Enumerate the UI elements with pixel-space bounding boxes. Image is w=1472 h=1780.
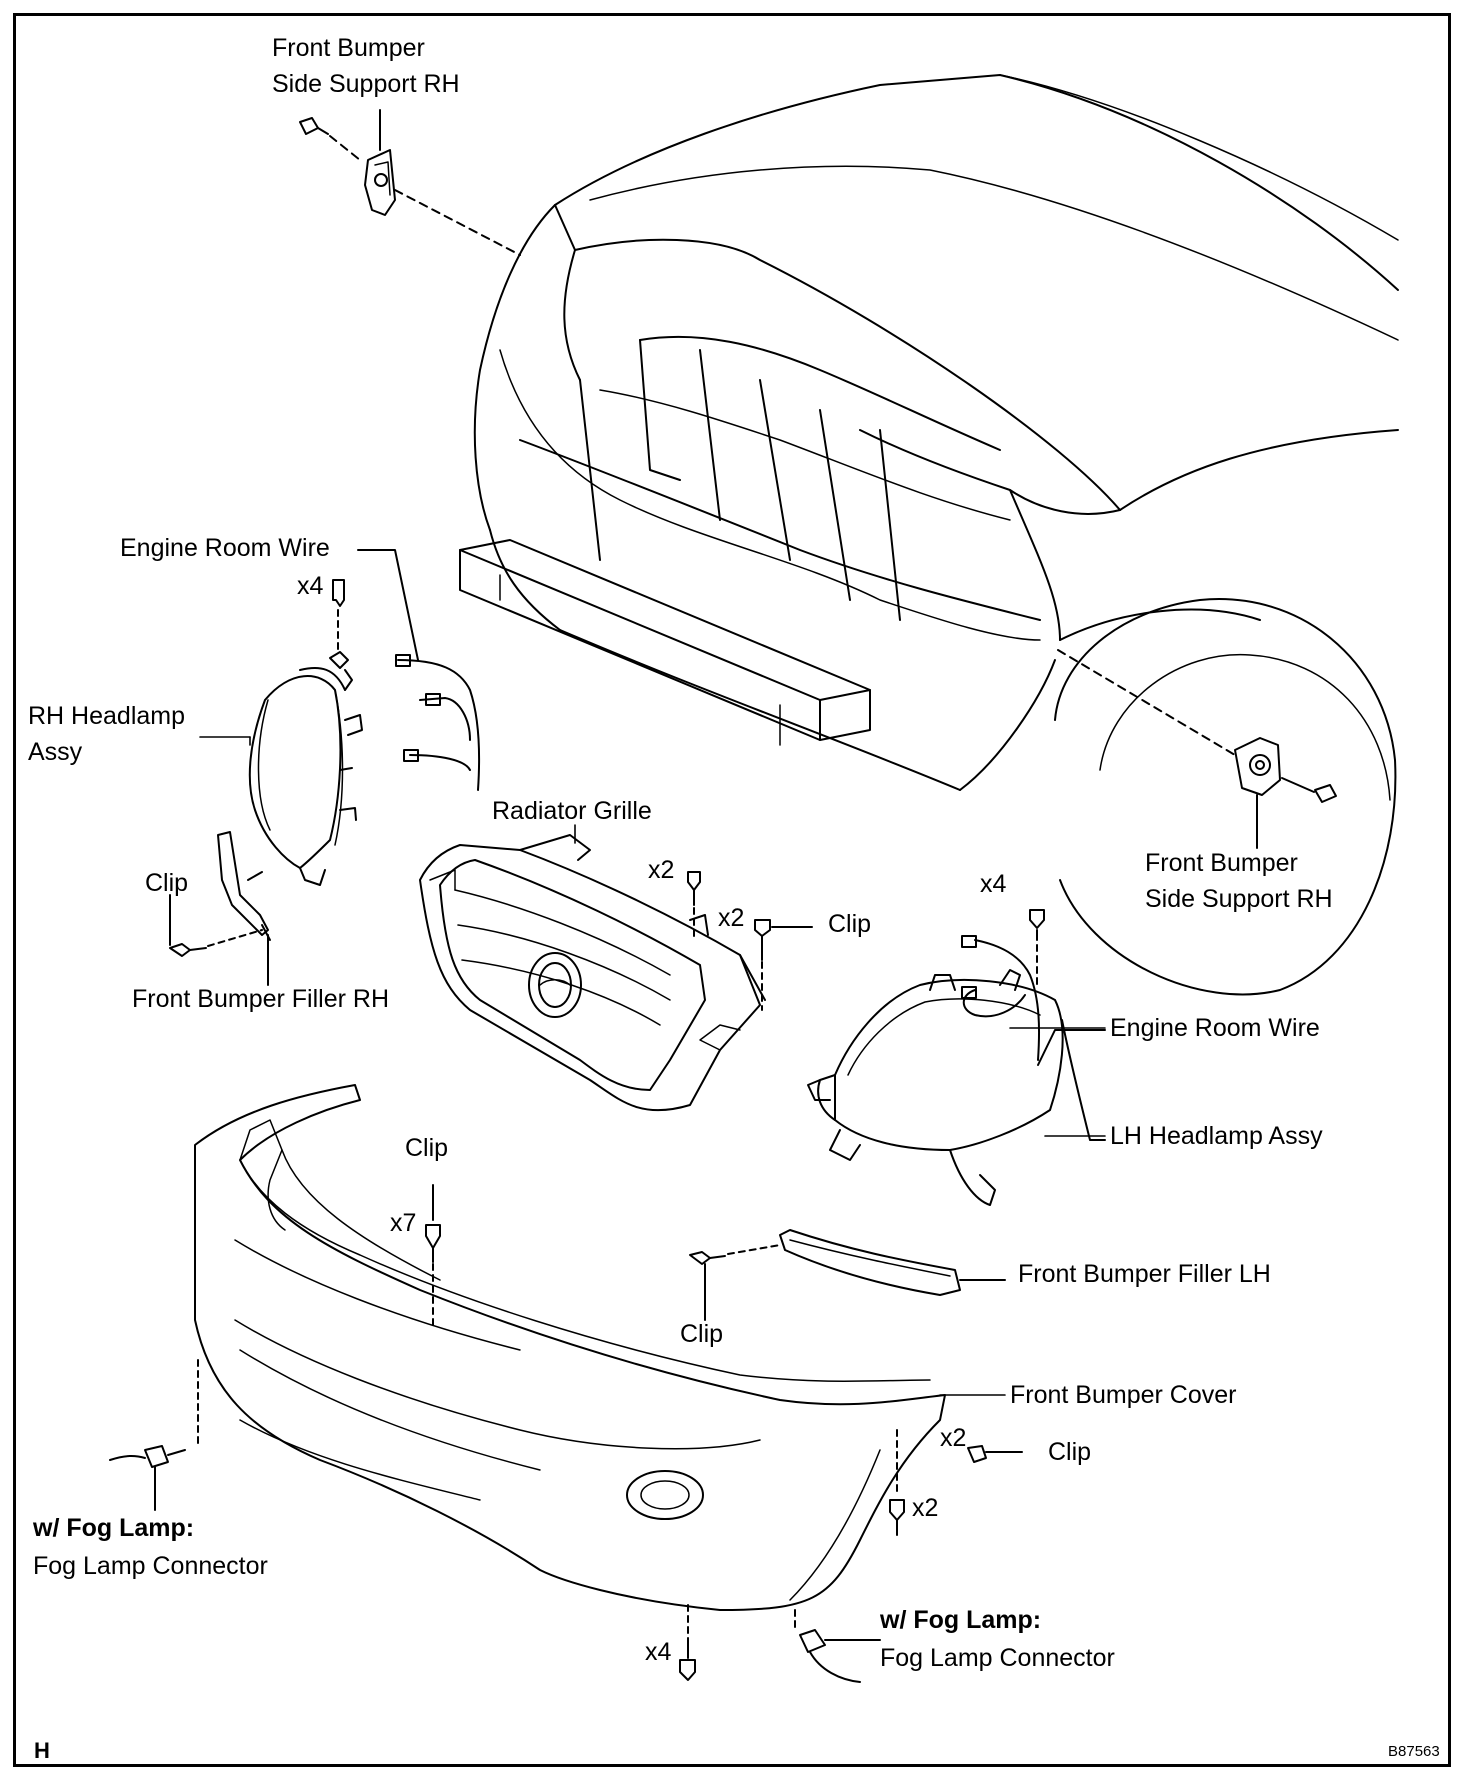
front-bumper-cover-part xyxy=(194,1084,946,1611)
label-rh-headlamp-line1: RH Headlamp xyxy=(28,702,186,730)
label-qty-x4-bottom: x4 xyxy=(645,1638,672,1666)
figure-code: B87563 xyxy=(1388,1743,1440,1760)
label-fog-lamp-connector-right: Fog Lamp Connector xyxy=(880,1644,1115,1672)
side-support-rh-top-part xyxy=(299,109,521,256)
radiator-grille-part xyxy=(419,834,766,1112)
label-front-bumper-cover: Front Bumper Cover xyxy=(1010,1381,1237,1409)
label-front-bumper-filler-rh: Front Bumper Filler RH xyxy=(132,985,389,1013)
label-fog-lamp-condition-left: w/ Fog Lamp: xyxy=(33,1514,195,1542)
grille-fasteners xyxy=(687,871,813,1011)
label-qty-x7: x7 xyxy=(390,1209,417,1237)
label-qty-x4-rh-headlamp: x4 xyxy=(297,572,324,600)
label-rh-headlamp-line2: Assy xyxy=(28,738,83,766)
label-qty-x4-lh-headlamp: x4 xyxy=(980,870,1007,898)
label-radiator-grille: Radiator Grille xyxy=(492,797,652,825)
label-side-support-rh-right-line2: Side Support RH xyxy=(1145,885,1333,913)
label-clip-side: Clip xyxy=(1048,1438,1092,1466)
front-bumper-filler-lh-part xyxy=(689,1229,1006,1321)
bumper-bottom-bolt xyxy=(679,1604,696,1681)
rh-headlamp-part xyxy=(248,579,363,886)
engine-room-wire-left-part xyxy=(357,549,481,791)
label-side-support-rh-right-line1: Front Bumper xyxy=(1145,849,1298,877)
label-qty-x2-grille-bolt: x2 xyxy=(648,856,675,884)
leader-lines xyxy=(199,736,1106,1396)
bumper-side-fasteners xyxy=(889,1429,1023,1536)
fog-lamp-connector-left-part xyxy=(109,1359,199,1511)
front-bumper-filler-rh-part xyxy=(169,831,271,986)
label-front-bumper-filler-lh: Front Bumper Filler LH xyxy=(1018,1260,1271,1288)
bumper-cover-clips xyxy=(425,1184,441,1331)
side-support-rh-right-part xyxy=(1057,649,1337,849)
label-lh-headlamp: LH Headlamp Assy xyxy=(1110,1122,1323,1150)
label-clip-lh-filler: Clip xyxy=(680,1320,724,1348)
label-clip-rh-filler: Clip xyxy=(145,869,189,897)
label-qty-x2-side-bolt: x2 xyxy=(912,1494,939,1522)
lh-headlamp-part xyxy=(807,969,1106,1206)
corner-letter: H xyxy=(34,1738,50,1763)
label-clip-grille: Clip xyxy=(828,910,872,938)
label-qty-x2-side-clip: x2 xyxy=(940,1424,967,1452)
diagram-frame xyxy=(13,13,1451,1767)
label-side-support-rh-top-line2: Side Support RH xyxy=(272,70,460,98)
engine-room-wire-right-part xyxy=(961,909,1106,1066)
label-engine-room-wire-left: Engine Room Wire xyxy=(120,534,330,562)
label-engine-room-wire-right: Engine Room Wire xyxy=(1110,1014,1320,1042)
label-fog-lamp-connector-left: Fog Lamp Connector xyxy=(33,1552,268,1580)
vehicle-body xyxy=(459,74,1399,996)
label-qty-x2-grille-clip: x2 xyxy=(718,904,745,932)
label-side-support-rh-top-line1: Front Bumper xyxy=(272,34,425,62)
label-fog-lamp-condition-right: w/ Fog Lamp: xyxy=(880,1606,1042,1634)
label-clip-bumper-top: Clip xyxy=(405,1134,449,1162)
fog-lamp-connector-right-part xyxy=(794,1609,881,1683)
